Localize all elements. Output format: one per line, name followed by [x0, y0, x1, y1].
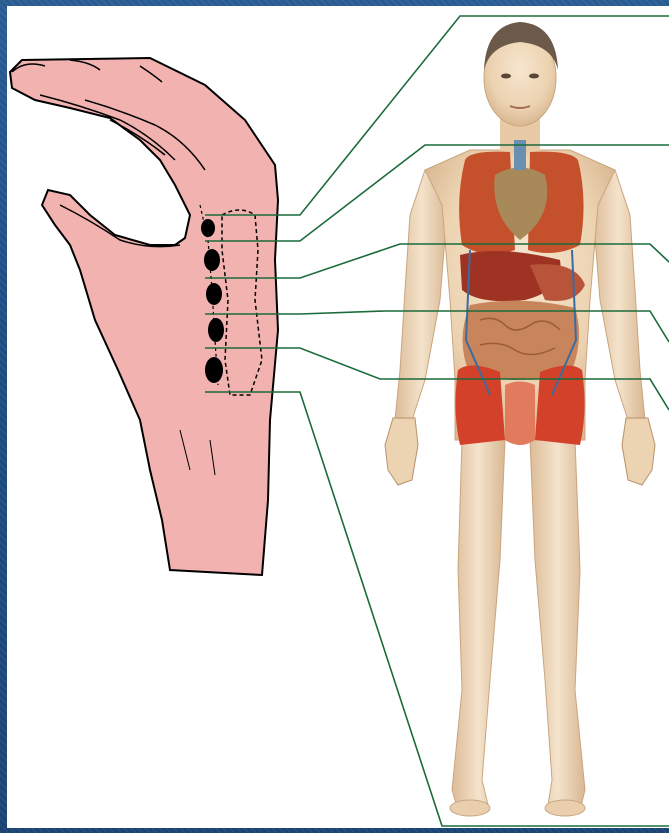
pulse-point-2	[204, 249, 220, 271]
pulse-point-4	[208, 318, 224, 342]
connector-line-legs	[205, 392, 669, 826]
hand-illustration	[10, 58, 278, 575]
right-hand	[622, 418, 655, 485]
left-hand	[385, 418, 418, 485]
left-arm	[395, 170, 448, 420]
left-foot	[450, 800, 490, 816]
human-body-illustration	[385, 22, 655, 816]
hand-shape	[10, 58, 278, 575]
right-arm	[592, 170, 645, 420]
right-leg	[530, 440, 585, 810]
connector-lines	[205, 16, 669, 826]
right-foot	[545, 800, 585, 816]
bladder	[505, 382, 535, 446]
left-eye	[501, 74, 511, 79]
internal-organs	[455, 140, 585, 445]
right-eye	[529, 74, 539, 79]
pulse-point-3	[206, 283, 222, 305]
pulse-point-5	[205, 357, 223, 383]
pulse-point-1	[201, 219, 215, 237]
left-leg	[452, 440, 505, 810]
